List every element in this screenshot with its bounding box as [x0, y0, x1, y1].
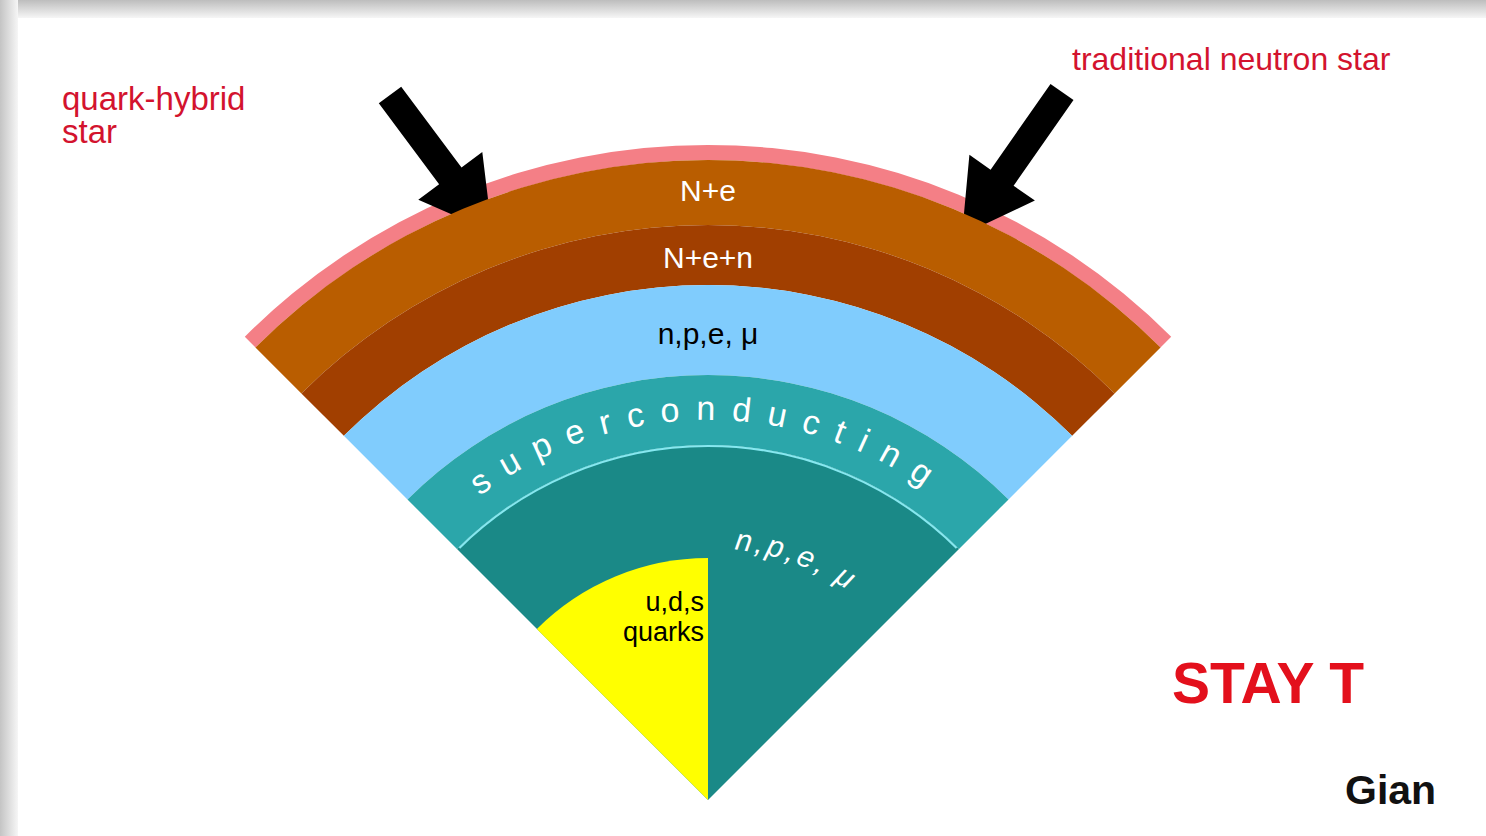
- layer-label: u,d,s quarks: [592, 588, 704, 647]
- label-holder: N+e+n: [663, 241, 753, 274]
- label-holder: N+e: [680, 174, 736, 207]
- inner-core-layer: n,p,e, μ u,d,s quarks: [454, 443, 962, 802]
- pointer-arrow: [962, 84, 1074, 235]
- layer-label: N+e+n: [663, 241, 753, 274]
- author-name: Gian: [1345, 768, 1436, 813]
- frame-top: [0, 0, 1486, 18]
- star-type-label: traditional neutron star: [1072, 42, 1390, 77]
- layer-label: n,p,e, μ: [733, 522, 863, 596]
- label-holder: STAY T: [1172, 652, 1364, 715]
- layer-fill: [457, 445, 959, 800]
- slide-banner: STAY T: [1172, 652, 1364, 715]
- label-holder: traditional neutron star: [1072, 42, 1390, 77]
- layer-label: n,p,e, μ: [658, 317, 759, 350]
- quark-core: u,d,s quarks: [534, 556, 710, 802]
- frame-left: [0, 0, 18, 836]
- label-holder: u,d,s quarks: [592, 588, 704, 647]
- layer-label: N+e: [680, 174, 736, 207]
- label-holder: n,p,e, μ: [658, 317, 759, 350]
- label-holder: Gian: [1345, 768, 1436, 813]
- label-holder: quark-hybrid star: [62, 82, 277, 148]
- star-type-label: quark-hybrid star: [62, 82, 277, 148]
- layer-boundary: [459, 446, 956, 548]
- layer-fill: [537, 558, 708, 800]
